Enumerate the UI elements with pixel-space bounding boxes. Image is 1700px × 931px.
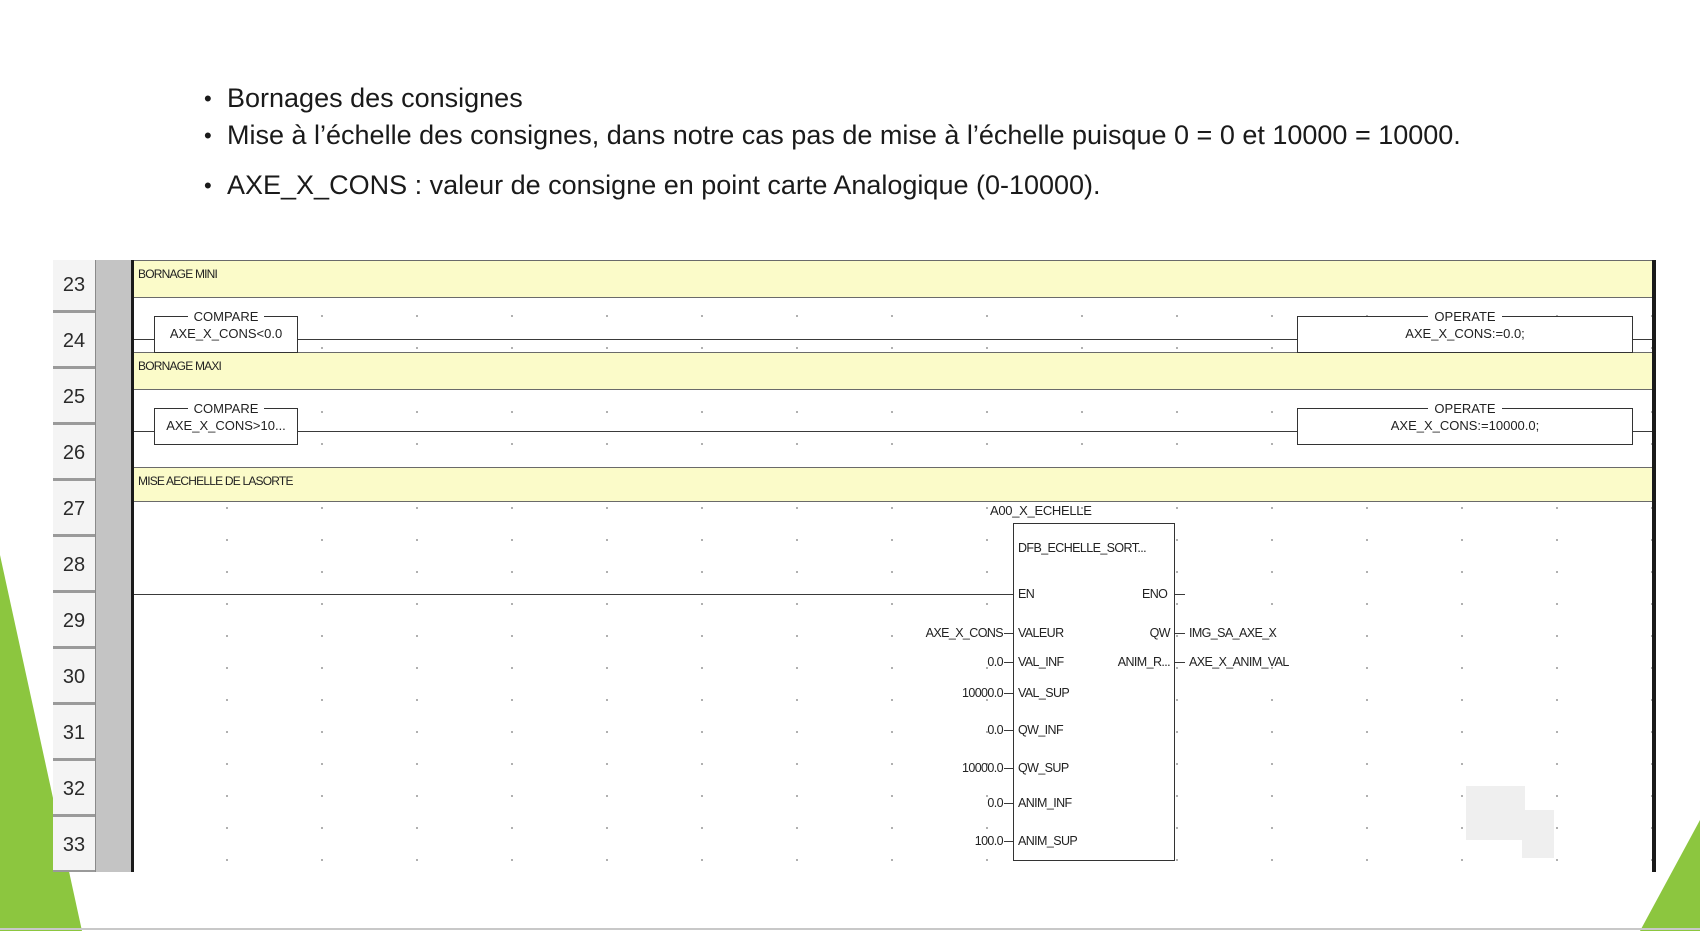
row-number: 27 [53,484,95,537]
fb-input-pin: QW_INF [1018,723,1064,737]
fb-output-value: AXE_X_ANIM_VAL [1189,655,1289,669]
row-number: 32 [53,764,95,817]
compare-title: COMPARE [187,309,265,324]
row-number: 30 [53,652,95,705]
fb-input-pin: QW_SUP [1018,761,1069,775]
comment-row[interactable]: BORNAGE MAXI [134,352,1652,390]
compare-title: COMPARE [187,401,265,416]
placeholder-shape [1466,786,1525,840]
pin-wire [1004,693,1013,694]
placeholder-shape [1522,810,1554,858]
fb-input-value: 0.0 [987,723,1003,737]
pin-wire [1004,633,1013,634]
row-number: 31 [53,708,95,761]
pin-wire [1004,803,1013,804]
fb-input-pin: ANIM_SUP [1018,834,1078,848]
row-number: 24 [53,316,95,369]
row-number: 26 [53,428,95,481]
pin-wire [1004,841,1013,842]
rung-wire [134,339,1652,340]
compare-expression: AXE_X_CONS>10... [166,418,286,433]
operate-block[interactable]: OPERATE AXE_X_CONS:=10000.0; [1297,401,1633,445]
row-number-column: 23 24 25 26 27 28 29 30 31 32 33 [53,260,96,872]
right-power-rail [1652,260,1656,872]
en-wire [134,594,1014,595]
bullet-list: Bornages des consignes Mise à l’échelle … [200,80,1461,204]
row-number: 25 [53,372,95,425]
operate-block[interactable]: OPERATE AXE_X_CONS:=0.0; [1297,309,1633,353]
fb-input-value: 0.0 [987,655,1003,669]
fb-input-value: 0.0 [987,796,1003,810]
fb-pin-en: EN [1018,587,1035,601]
bullet-item: Bornages des consignes [200,80,1461,117]
comment-row[interactable]: BORNAGE MINI [134,260,1652,298]
fb-input-value: 100.0 [974,834,1004,848]
eno-wire [1175,594,1185,595]
fb-output-pin: ANIM_R... [1117,655,1171,669]
fb-output-value: IMG_SA_AXE_X [1189,626,1277,640]
row-number: 33 [53,820,95,872]
fb-input-pin: VAL_INF [1018,655,1064,669]
fb-input-pin: VAL_SUP [1018,686,1070,700]
fb-pin-eno: ENO [1142,587,1168,601]
fb-input-value: AXE_X_CONS [925,626,1004,640]
operate-title: OPERATE [1428,401,1502,416]
ladder-editor: 23 24 25 26 27 28 29 30 31 32 33 BORNAGE… [53,260,1656,872]
comment-row[interactable]: MISE AECHELLE DE LASORTE [134,467,1652,502]
pin-wire [1175,633,1185,634]
operate-title: OPERATE [1428,309,1502,324]
row-number: 23 [53,260,95,313]
compare-block[interactable]: COMPARE AXE_X_CONS>10... [154,401,298,445]
compare-expression: AXE_X_CONS<0.0 [169,326,283,341]
rung-wire [134,431,1652,432]
left-margin-bar [96,260,131,872]
fb-input-pin: ANIM_INF [1018,796,1072,810]
operate-expression: AXE_X_CONS:=10000.0; [1390,418,1540,433]
operate-expression: AXE_X_CONS:=0.0; [1405,326,1525,341]
fb-input-value: 10000.0 [962,686,1004,700]
row-number: 29 [53,596,95,649]
fb-input-pin: VALEUR [1018,626,1064,640]
compare-block[interactable]: COMPARE AXE_X_CONS<0.0 [154,309,298,353]
fb-instance-name: A00_X_ECHELLE [990,503,1092,518]
row-number: 28 [53,540,95,593]
pin-wire [1004,730,1013,731]
bullet-item: AXE_X_CONS : valeur de consigne en point… [200,167,1461,204]
pin-wire [1175,662,1185,663]
pin-wire [1004,768,1013,769]
fb-input-value: 10000.0 [962,761,1004,775]
bullet-item: Mise à l’échelle des consignes, dans not… [200,117,1461,154]
left-power-rail [131,260,134,872]
fb-output-pin: QW [1149,626,1171,640]
fb-type-label: DFB_ECHELLE_SORT... [1018,541,1147,555]
pin-wire [1004,662,1013,663]
function-block[interactable] [1013,523,1175,861]
